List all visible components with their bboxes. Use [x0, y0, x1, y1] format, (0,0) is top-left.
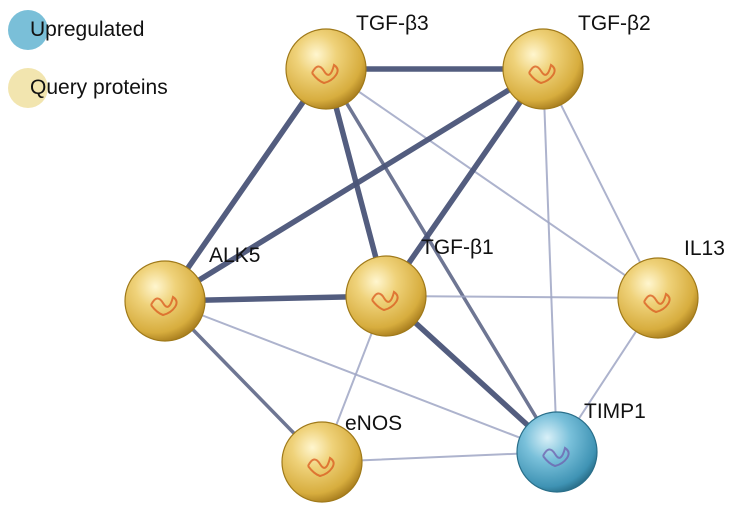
node-timp1[interactable] [516, 411, 598, 493]
nodes-layer [124, 28, 699, 503]
legend-item-query-proteins: Query proteins [8, 68, 228, 108]
node-sphere-il13[interactable] [617, 257, 699, 339]
protein-structure-icon [528, 63, 556, 85]
node-label-tgf-b2: TGF-β2 [578, 12, 651, 35]
node-label-tgf-b3: TGF-β3 [356, 12, 429, 35]
legend-label-query-proteins: Query proteins [30, 76, 168, 99]
query-proteins-swatch-icon [8, 68, 48, 108]
protein-structure-icon [643, 292, 671, 314]
edge-tgfb3-timp1 [324, 67, 559, 454]
node-il13[interactable] [617, 257, 699, 339]
edge-tgfb2-timp1 [542, 68, 558, 453]
node-sphere-enos[interactable] [281, 421, 363, 503]
node-alk5[interactable] [124, 260, 206, 342]
edge-tgfb3-alk5 [162, 66, 329, 304]
legend-label-upregulated: Upregulated [30, 18, 145, 41]
protein-structure-icon [371, 290, 399, 312]
node-sphere-timp1[interactable] [516, 411, 598, 493]
node-label-il13: IL13 [684, 237, 725, 260]
legend: Upregulated Query proteins [8, 10, 228, 126]
node-tgfb2[interactable] [502, 28, 584, 110]
protein-structure-icon [150, 295, 178, 317]
upregulated-swatch-icon [8, 10, 48, 50]
node-sphere-tgfb2[interactable] [502, 28, 584, 110]
node-tgfb1[interactable] [345, 255, 427, 337]
edge-tgfb1-il13 [385, 295, 659, 299]
node-sphere-tgfb1[interactable] [345, 255, 427, 337]
protein-structure-icon [311, 63, 339, 85]
node-tgfb3[interactable] [285, 28, 367, 110]
node-sphere-alk5[interactable] [124, 260, 206, 342]
legend-item-upregulated: Upregulated [8, 10, 228, 50]
edge-alk5-timp1 [164, 300, 558, 453]
edge-tgfb3-il13 [325, 68, 659, 299]
node-label-tgf-b1: TGF-β1 [421, 236, 494, 259]
node-enos[interactable] [281, 421, 363, 503]
edge-tgfb2-alk5 [162, 66, 546, 304]
edge-tgfb2-il13 [542, 68, 659, 299]
node-sphere-tgfb3[interactable] [285, 28, 367, 110]
protein-structure-icon [542, 446, 570, 468]
protein-structure-icon [307, 456, 335, 478]
node-label-enos: eNOS [345, 412, 403, 435]
edge-tgfb2-tgfb1 [383, 66, 546, 299]
node-label-alk5: ALK5 [209, 244, 261, 267]
node-label-timp1: TIMP1 [584, 400, 646, 423]
